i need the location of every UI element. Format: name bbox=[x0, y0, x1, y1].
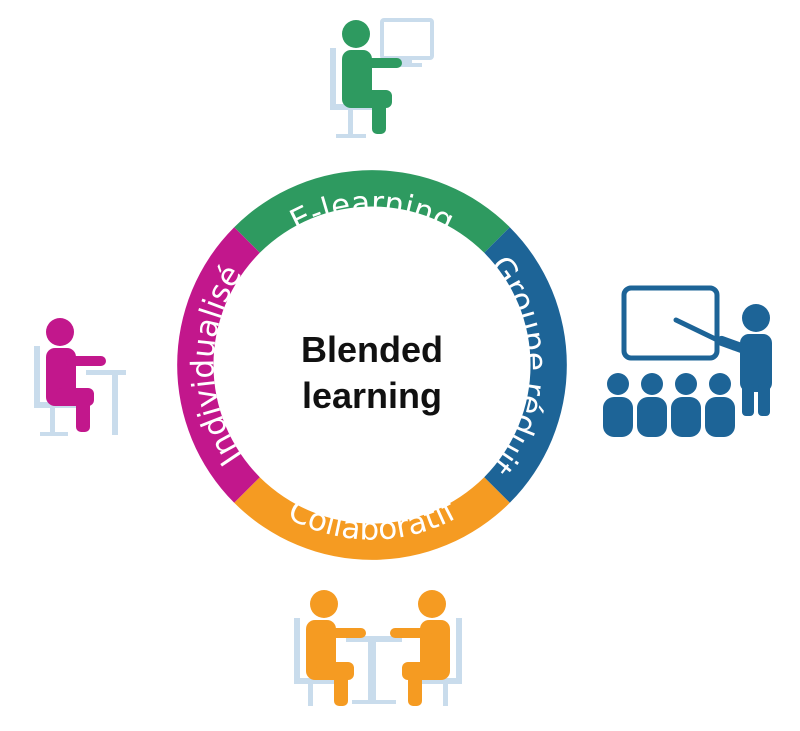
ring-segment-collaboratif bbox=[234, 477, 510, 560]
center-title-line2: learning bbox=[302, 375, 442, 416]
ring bbox=[177, 170, 567, 560]
center-title-line1: Blended bbox=[301, 329, 443, 370]
ring-segment-individualise bbox=[177, 227, 260, 503]
person-at-desk-icon bbox=[34, 318, 126, 436]
two-people-at-table-icon bbox=[294, 590, 462, 706]
ring-segment-elearning bbox=[234, 170, 510, 253]
person-at-computer-icon bbox=[330, 18, 434, 138]
presenter-with-audience-icon bbox=[603, 285, 772, 437]
ring-segment-groupe-reduit bbox=[484, 227, 567, 503]
